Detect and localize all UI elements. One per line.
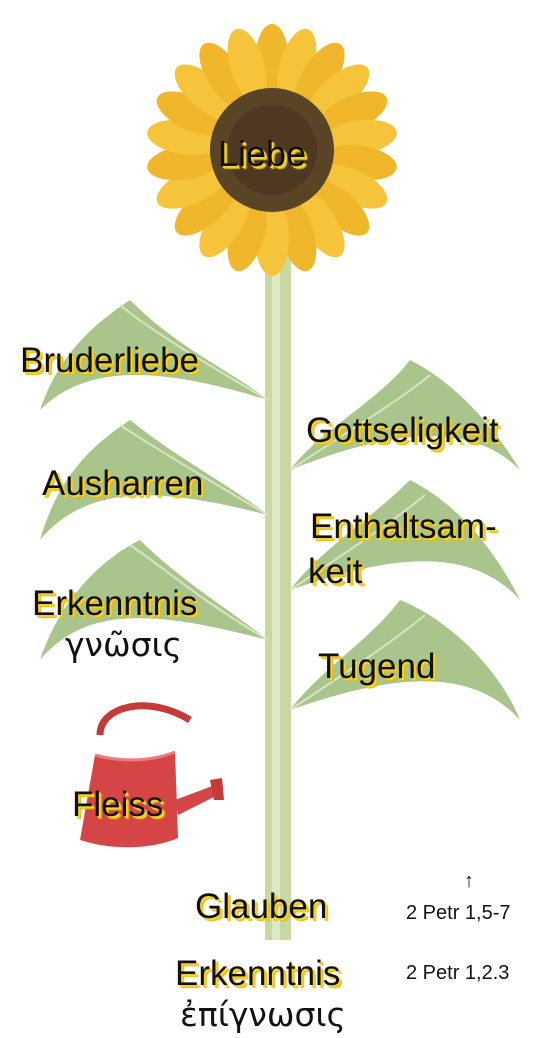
label-enthaltsamkeit-line2: keit	[308, 553, 362, 591]
label-tugend: Tugend	[318, 648, 435, 686]
label-bruderliebe: Bruderliebe	[20, 342, 199, 380]
label-gnosis: γνῶσις	[65, 625, 182, 664]
label-gottseligkeit: Gottseligkeit	[306, 412, 499, 450]
label-erkenntnis-base: Erkenntnis	[175, 955, 340, 993]
label-glauben: Glauben	[195, 888, 327, 926]
flower-label: Liebe	[218, 133, 306, 175]
reference-upper: 2 Petr 1,5-7	[406, 902, 511, 925]
label-fleiss: Fleiss	[72, 786, 163, 824]
label-epignosis: ἐπίγνωσις	[180, 995, 346, 1034]
label-ausharren: Ausharren	[42, 465, 203, 503]
label-erkenntnis-left: Erkenntnis	[32, 585, 197, 623]
label-enthaltsamkeit-line1: Enthaltsam-	[310, 508, 497, 546]
reference-lower: 2 Petr 1,2.3	[406, 962, 509, 985]
watering-can	[80, 706, 224, 847]
up-arrow-icon: ↑	[464, 870, 474, 893]
